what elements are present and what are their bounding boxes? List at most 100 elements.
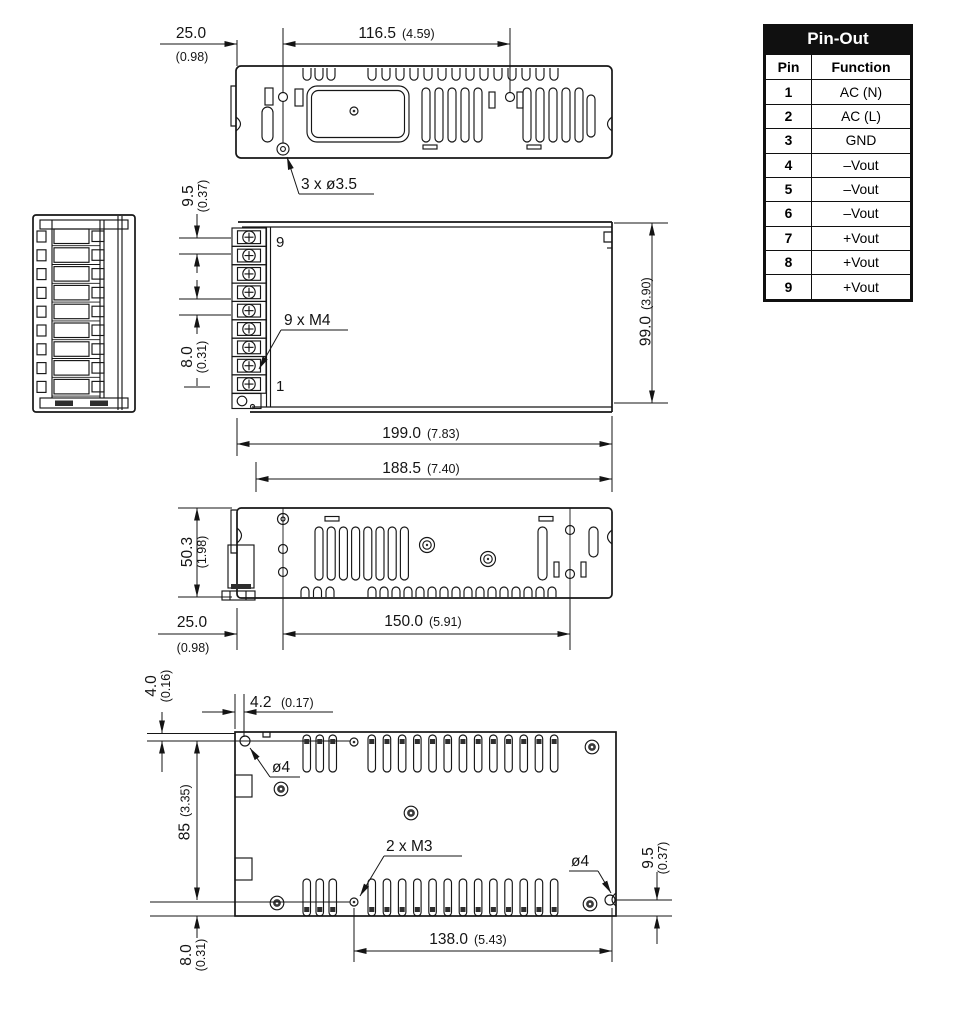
vent-slot (499, 586, 509, 597)
screw-head (279, 787, 283, 791)
dim-overall-width-inch: (7.83) (427, 427, 460, 441)
dim-side-span-value: 150.0 (384, 613, 423, 630)
connector-cell (91, 362, 105, 374)
terminal-screw (242, 248, 256, 263)
connector-tab (36, 324, 47, 337)
vent-slot (302, 734, 312, 773)
screw-head (269, 895, 285, 911)
vent-slot (421, 87, 431, 143)
connector-cell (53, 284, 90, 301)
terminal-screw (242, 285, 256, 300)
bottom-view: 4.0 (0.16) 4.2 (0.17) ø4 85 (3.35) 8.0 (… (143, 670, 672, 972)
vent-slot-shadow (330, 739, 336, 744)
vent-slot (535, 586, 545, 597)
vent-slot (561, 87, 571, 143)
vent-slot (458, 734, 468, 773)
vent-slot (504, 734, 513, 773)
vent-slot-shadow (536, 907, 542, 912)
vent-slot (428, 734, 437, 773)
connector-tab (36, 268, 47, 281)
screw-head (403, 805, 419, 821)
vent-slot (381, 68, 391, 81)
pinout-row: 7+Vout (765, 225, 911, 252)
vent-slot (367, 586, 377, 597)
vent-slot (439, 586, 449, 597)
terminal-screw (242, 377, 256, 391)
vent-slot-shadow (551, 907, 557, 912)
vent-slot (315, 878, 325, 917)
vent-slot (302, 68, 312, 81)
pin-function: –Vout (811, 201, 911, 227)
vent-slot (338, 526, 348, 581)
vent-slot (473, 734, 483, 773)
vent-slot-shadow (490, 739, 496, 744)
front-view: 9 1 9 x M4 99.0 (3.90) 9.5 (0.37) 8.0 (0… (179, 180, 668, 413)
dim-front-gap-value: 8.0 (179, 346, 196, 368)
vent-slot (391, 586, 401, 597)
vent-slot (522, 87, 532, 143)
connector-cell (91, 305, 105, 318)
vent-slot (487, 586, 497, 597)
vent-slot (507, 68, 517, 81)
vent-slot (403, 586, 413, 597)
connector-tab (36, 362, 47, 375)
pinout-title: Pin-Out (765, 26, 911, 54)
vent-slot (367, 68, 377, 81)
note-9xM4: 9 x M4 (284, 312, 331, 329)
pinout-row: 6–Vout (765, 201, 911, 227)
note-hole-4mm-right: ø4 (571, 853, 589, 870)
connector-cell (53, 228, 90, 245)
vent-slot (534, 878, 544, 917)
dim-bottom-left-offset-value: 4.2 (250, 694, 272, 711)
dim-bottom-bottom-offset-inch: (0.31) (194, 939, 208, 972)
vent-slot (427, 586, 437, 597)
vent-slot (415, 586, 425, 597)
dim-bottom-right-offset-inch: (0.37) (656, 842, 670, 875)
dim-bottom-top-offset-inch: (0.16) (159, 670, 173, 703)
vent-slot (325, 586, 335, 597)
vent-slot (300, 586, 310, 597)
connector-cell (53, 341, 90, 357)
vent-slot (312, 586, 323, 597)
vent-slot-shadow (536, 739, 542, 744)
vent-slot-shadow (460, 739, 466, 744)
vent-slot-shadow (430, 739, 436, 744)
pinout-row: 9+Vout (765, 274, 911, 300)
dim-bottom-span-inch: (5.43) (474, 933, 507, 947)
vent-slot (413, 734, 422, 773)
terminal-block (231, 227, 267, 394)
vent-slot-shadow (445, 907, 451, 912)
connector-tab (36, 230, 47, 243)
vent-slot-shadow (521, 907, 527, 912)
vent-slot (363, 526, 373, 581)
screw-head (582, 896, 598, 912)
pin-function: AC (N) (811, 79, 911, 105)
terminal-screw (242, 230, 256, 244)
connector-tab (36, 380, 47, 393)
pin-function: –Vout (811, 176, 911, 203)
connector-cell (53, 303, 90, 320)
vent-slot (548, 87, 558, 143)
vent-slot (451, 586, 461, 597)
pin-number: 9 (765, 274, 812, 300)
vent-slot (437, 68, 447, 81)
vent-slot (473, 878, 483, 917)
connector-cell (53, 247, 90, 263)
vent-slot (443, 878, 453, 917)
note-3x-hole: 3 x ø3.5 (301, 176, 357, 193)
connector-cell (91, 286, 105, 299)
vent-slot (382, 878, 392, 917)
connector-cell (91, 324, 105, 337)
vent-slot-shadow (430, 907, 436, 912)
vent-slot (399, 526, 409, 581)
pin-number: 4 (765, 152, 812, 178)
chassis-hole (504, 91, 516, 103)
dim-top-offset-inch: (0.98) (176, 50, 209, 64)
m3-hole-bottom (349, 897, 359, 907)
end-view (32, 214, 136, 413)
connector-cell (91, 230, 105, 243)
